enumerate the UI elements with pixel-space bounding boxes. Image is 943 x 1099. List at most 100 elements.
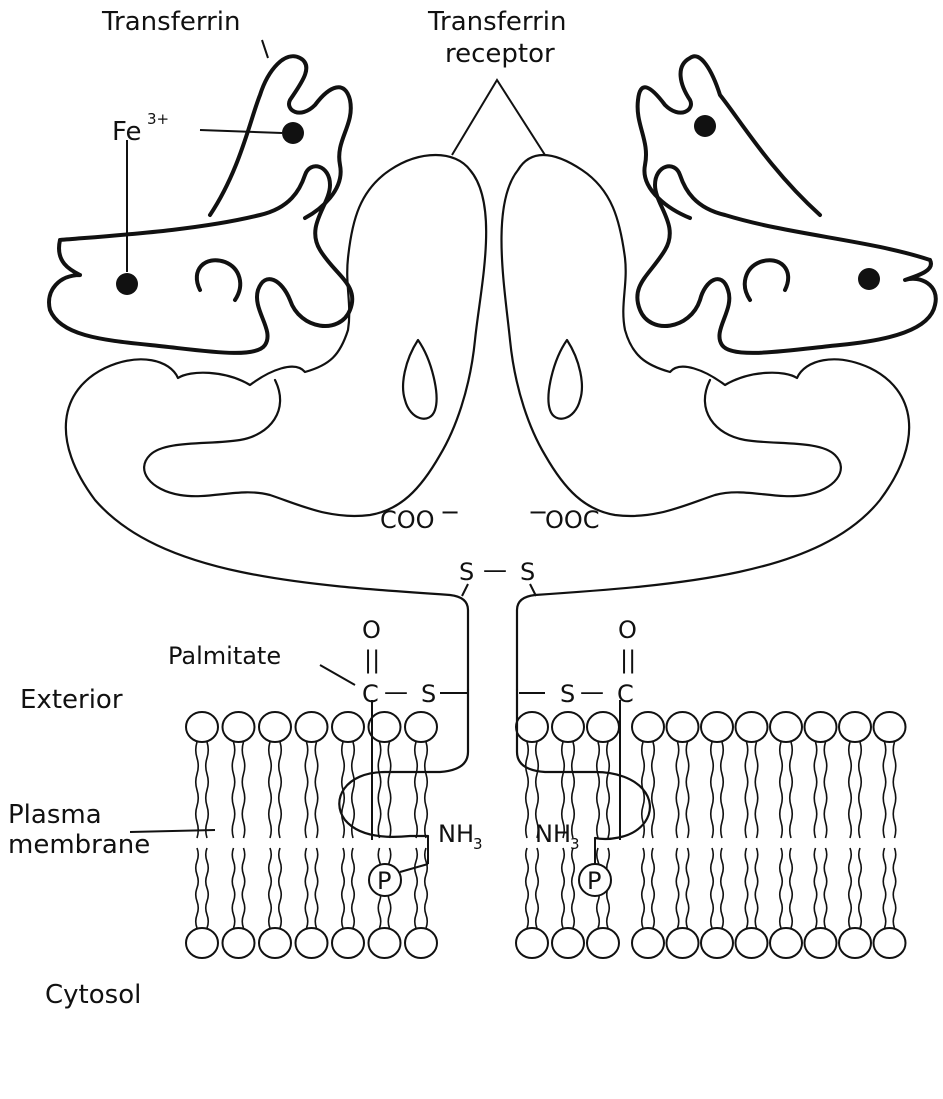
lipid-tail xyxy=(572,742,575,838)
label-dbl-right: || xyxy=(620,646,636,674)
lipid-tail xyxy=(425,742,428,838)
lipid-tail xyxy=(415,848,418,928)
lipid-tail xyxy=(859,848,862,928)
label-palmitate: Palmitate xyxy=(168,642,281,670)
lipid-tail xyxy=(315,742,318,838)
label-s-right: S xyxy=(520,558,535,586)
lipid-tail xyxy=(814,848,817,928)
lipid-head-outer xyxy=(667,712,699,742)
lipid-head-inner xyxy=(332,928,364,958)
receptor-leader xyxy=(452,80,545,155)
lipid-head-outer xyxy=(223,712,255,742)
lipid-head-outer xyxy=(186,712,218,742)
lipid-tail xyxy=(279,742,282,838)
lipid-head-inner xyxy=(736,928,768,958)
lipid-tail xyxy=(526,848,529,928)
transferrin-left xyxy=(49,56,352,353)
lipid-tail xyxy=(607,742,610,838)
lipid-tail xyxy=(242,848,245,928)
lipid-tail xyxy=(206,742,209,838)
label-coo-left: COO xyxy=(380,506,435,534)
lipid-tail xyxy=(814,742,817,838)
label-p-left: P xyxy=(377,867,391,895)
lipid-tail xyxy=(883,848,886,928)
lipid-tail xyxy=(232,848,235,928)
label-fe: Fe xyxy=(112,117,142,147)
lipid-head-outer xyxy=(516,712,548,742)
lipid-tail xyxy=(849,848,852,928)
label-c-right: C xyxy=(617,680,634,708)
lipid-head-inner xyxy=(405,928,437,958)
lipid-tail xyxy=(652,742,655,838)
label-nh-left-sub: 3 xyxy=(473,835,483,853)
lipid-head-inner xyxy=(632,928,664,958)
lipid-tail xyxy=(315,848,318,928)
receptor-right-outline xyxy=(501,155,909,690)
lipid-tail xyxy=(415,742,418,838)
lipid-head-outer xyxy=(839,712,871,742)
lipid-tail xyxy=(242,742,245,838)
lipid-head-inner xyxy=(259,928,291,958)
lipid-head-inner xyxy=(805,928,837,958)
lipid-tail xyxy=(790,848,793,928)
receptor-monomer-right xyxy=(501,155,909,690)
label-s-thio-left: S xyxy=(421,680,436,708)
lipid-tail xyxy=(824,742,827,838)
transferrin-right xyxy=(637,56,935,353)
lipid-tail xyxy=(425,848,428,928)
lipid-head-outer xyxy=(587,712,619,742)
lipid-head-inner xyxy=(770,928,802,958)
iron-ion-left-lower xyxy=(116,273,138,295)
label-c-left: C xyxy=(362,680,379,708)
lipid-head-outer xyxy=(701,712,733,742)
transferrin-leader xyxy=(262,40,268,58)
receptor-right-inner-fold xyxy=(549,340,582,419)
label-coo-left-charge: − xyxy=(440,498,460,526)
lipid-tail xyxy=(780,742,783,838)
lipid-tail xyxy=(790,742,793,838)
lipid-tail xyxy=(342,848,345,928)
transferrin-right-upper-lobe xyxy=(638,56,820,218)
palmitate-leader xyxy=(320,665,355,685)
label-cytosol: Cytosol xyxy=(45,980,141,1010)
lipid-tail xyxy=(755,742,758,838)
label-ss-dash: — xyxy=(483,556,507,584)
lipid-tail xyxy=(721,742,724,838)
lipid-head-outer xyxy=(552,712,584,742)
lipid-head-outer xyxy=(332,712,364,742)
lipid-head-outer xyxy=(369,712,401,742)
label-dash-left: — xyxy=(384,678,408,706)
lipid-head-outer xyxy=(736,712,768,742)
lipid-tail xyxy=(305,848,308,928)
lipid-head-outer xyxy=(296,712,328,742)
lipid-head-outer xyxy=(805,712,837,742)
label-coo-right: OOC xyxy=(545,506,600,534)
label-nh-right: NH xyxy=(535,820,571,848)
lipid-tail xyxy=(893,742,896,838)
iron-ion-left-upper xyxy=(282,122,304,144)
receptor-left-inner-fold xyxy=(403,340,436,419)
label-exterior: Exterior xyxy=(20,685,123,715)
lipid-tail xyxy=(597,742,600,838)
lipid-tail xyxy=(206,848,209,928)
lipid-tail xyxy=(780,848,783,928)
lipid-head-inner xyxy=(874,928,906,958)
lipid-tail xyxy=(711,742,714,838)
transferrin-left-lower-lobe xyxy=(49,166,352,353)
label-fe-charge: 3+ xyxy=(147,110,169,128)
lipid-tail xyxy=(196,742,199,838)
lipid-head-inner xyxy=(667,928,699,958)
iron-ion-right-lower xyxy=(858,268,880,290)
lipid-tail xyxy=(269,742,272,838)
lipid-tail xyxy=(305,742,308,838)
lipid-tail xyxy=(676,742,679,838)
lipid-tail xyxy=(859,742,862,838)
label-plasma-line1: Plasma xyxy=(8,800,102,830)
label-receptor-line2: receptor xyxy=(445,39,555,69)
lipid-tail xyxy=(721,848,724,928)
lipid-head-inner xyxy=(839,928,871,958)
label-o-left: O xyxy=(362,616,381,644)
lipid-head-outer xyxy=(405,712,437,742)
